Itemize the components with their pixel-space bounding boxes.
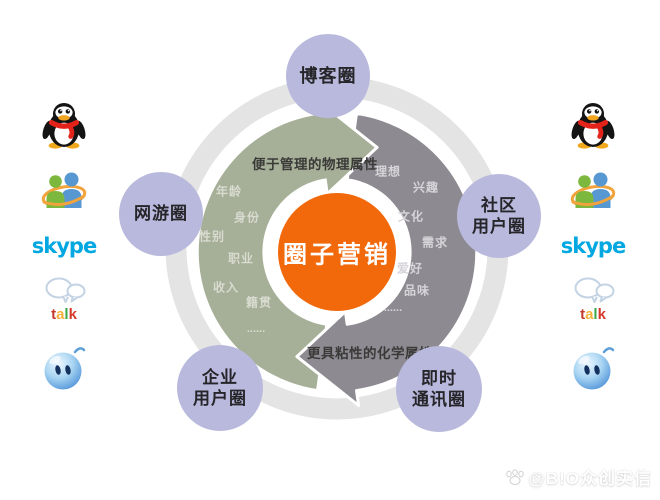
chemical-attributes-arrow [295, 111, 479, 407]
watermark-text: @B!O众创实信 [528, 469, 652, 488]
satellite-blog-circle: 博客圈 [286, 34, 370, 118]
label-occupation: 职业 [227, 251, 255, 266]
label-demand: 需求 [421, 235, 449, 250]
satellite-im-circle: 即时 通讯圈 [396, 346, 482, 432]
center-circle [278, 193, 396, 311]
msn-messenger-icon [40, 168, 88, 217]
satellite-enterprise-circle: 企业 用户圈 [177, 345, 263, 431]
physical-caption: 便于管理的物理属性 [252, 157, 378, 172]
label-taste: 品味 [403, 283, 431, 298]
talk-wordmark: talk [580, 306, 606, 323]
skype-wordmark: skype [560, 234, 626, 258]
label-interest: 兴趣 [412, 180, 440, 195]
label-culture: 文化 [397, 209, 425, 224]
qq-icon [41, 101, 87, 154]
watermark: @B!O众创实信 [505, 464, 652, 489]
speech-bubbles-icon [45, 277, 86, 303]
label-hobby: 爱好 [396, 261, 424, 276]
label-income: 收入 [212, 280, 240, 295]
skype-icon: skype [560, 233, 626, 259]
satellite-game-circle: 网游圈 [119, 172, 203, 256]
label-ideal: 理想 [374, 164, 402, 179]
talk-wordmark: talk [51, 306, 77, 323]
popo-icon [571, 345, 615, 396]
label-chemical-etc: ...... [383, 302, 403, 314]
label-gender: 性别 [198, 229, 226, 244]
popo-icon [42, 345, 86, 396]
left-icon-column: skype talk [32, 0, 97, 500]
google-talk-icon: talk [40, 276, 88, 323]
skype-icon: skype [31, 233, 97, 259]
skype-wordmark: skype [31, 234, 97, 258]
msn-messenger-icon [569, 168, 617, 217]
label-birthplace: 籍贯 [245, 295, 273, 310]
label-age: 年龄 [215, 184, 243, 199]
label-identity: 身份 [233, 210, 261, 225]
paw-print-icon [506, 468, 524, 485]
right-icon-column: skype talk [561, 0, 626, 500]
chemical-caption: 更具粘性的化学属性 [307, 346, 433, 361]
qq-icon [570, 101, 616, 154]
speech-bubbles-icon [574, 277, 615, 303]
center-title: 圈子营销 [283, 241, 391, 269]
google-talk-icon: talk [569, 276, 617, 323]
satellite-community-circle: 社区 用户圈 [457, 174, 541, 258]
label-physical-etc: ...... [246, 323, 266, 335]
